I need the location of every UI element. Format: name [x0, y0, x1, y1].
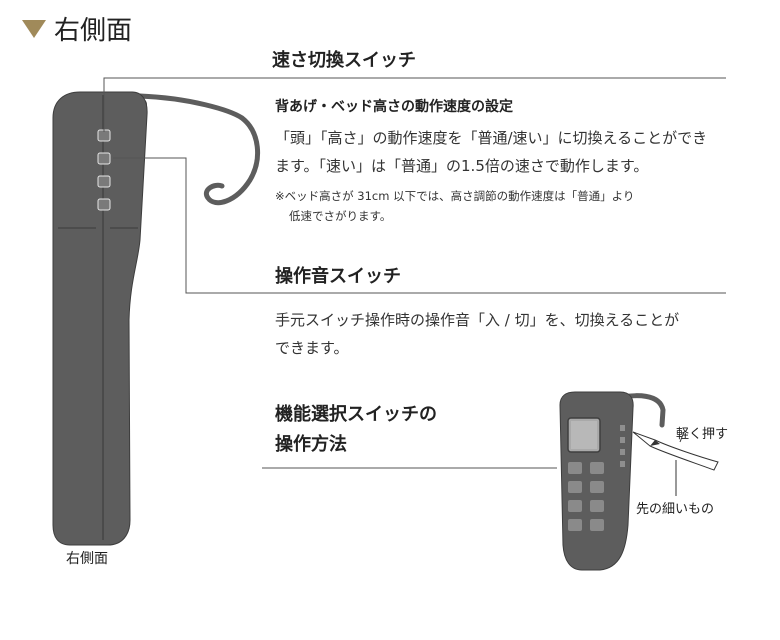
speed-switch-note-line1: ※ベッド高さが 31cm 以下では、高さ調節の動作速度は「普通」より: [275, 189, 635, 203]
sound-switch-body-line1: 手元スイッチ操作時の操作音「入 / 切」を、切換えることが: [275, 311, 680, 329]
small-controller-illustration: [559, 391, 719, 571]
speed-switch-subtitle: 背あげ・ベッド高さの動作速度の設定: [275, 99, 513, 115]
speed-switch-body-line1: 「頭」「高さ」の動作速度を「普通/速い」に切換えることができ: [275, 129, 708, 147]
page-title: 右側面: [54, 16, 133, 46]
function-switch-title: 機能選択スイッチの 操作方法: [275, 400, 437, 460]
press-lightly-label: 軽く押す: [676, 427, 729, 442]
device-caption: 右側面: [66, 551, 108, 567]
function-switch-title-line2: 操作方法: [275, 434, 347, 455]
speed-switch-note: ※ベッド高さが 31cm 以下では、高さ調節の動作速度は「普通」より 低速でさが…: [275, 186, 634, 226]
speed-switch-body-line2: ます。「速い」は「普通」の1.5倍の速さで動作します。: [275, 157, 649, 175]
speed-switch-title: 速さ切換スイッチ: [272, 50, 416, 71]
function-switch-title-line1: 機能選択スイッチの: [275, 404, 437, 425]
sound-switch-title: 操作音スイッチ: [275, 266, 401, 287]
side-switch-2: [97, 152, 111, 165]
side-switch-3: [97, 175, 111, 188]
triangle-bullet-icon: [22, 19, 46, 38]
sound-switch-body: 手元スイッチ操作時の操作音「入 / 切」を、切換えることが できます。: [275, 306, 679, 362]
speed-switch-body: 「頭」「高さ」の動作速度を「普通/速い」に切換えることができ ます。「速い」は「…: [275, 124, 707, 180]
side-switch-4: [97, 198, 111, 211]
speed-switch-note-line2: 低速でさがります。: [289, 209, 392, 223]
sound-switch-body-line2: できます。: [275, 339, 349, 357]
fine-tool-label: 先の細いもの: [636, 502, 715, 517]
page-header: 右側面: [22, 10, 132, 47]
